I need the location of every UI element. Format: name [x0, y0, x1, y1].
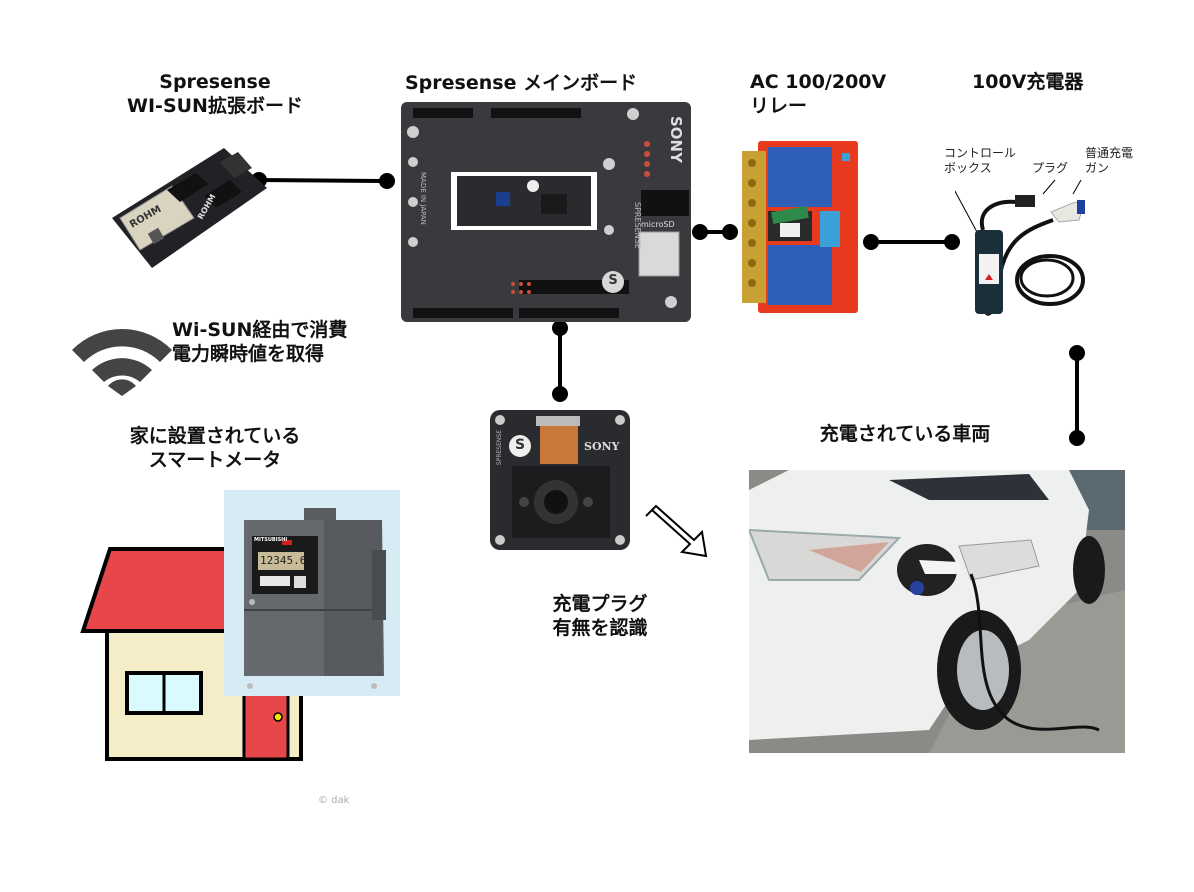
ev-charger-image [955, 179, 1085, 316]
smart-meter-title-line2: スマートメータ [148, 449, 282, 471]
wifi-caption-line1: Wi-SUN経由で消費 [172, 319, 348, 341]
callout-control-box: コントロール ボックス [944, 146, 1016, 176]
microsd-label: microSD [641, 220, 675, 229]
charger-title: 100V充電器 [972, 71, 1084, 93]
wire-endpoint [692, 224, 708, 240]
wifi-caption: Wi-SUN経由で消費 電力瞬時値を取得 [172, 318, 347, 366]
door-knob [273, 712, 283, 722]
wisun-title-line1: Spresense [159, 71, 271, 93]
credit-text: © dak [318, 795, 350, 806]
made-in-japan-label: MADE IN JAPAN [419, 172, 427, 225]
camera-s-logo: S [514, 437, 526, 453]
wire-endpoint [379, 173, 395, 189]
callout-gun-line2: ガン [1085, 161, 1110, 175]
relay-title: AC 100/200V リレー [750, 70, 900, 118]
wisun-title-line2: WI-SUN拡張ボード [127, 95, 303, 117]
wire-endpoint [863, 234, 879, 250]
wire-endpoint [1069, 430, 1085, 446]
hollow-arrow-icon [645, 504, 708, 558]
camera-caption-line2: 有無を認識 [552, 617, 648, 639]
wire-wisun-main [258, 178, 388, 183]
wire-endpoint [722, 224, 738, 240]
house-door [242, 683, 290, 761]
meter-brand: MITSUBISHI [254, 537, 288, 543]
callout-control-box-line2: ボックス [944, 161, 992, 175]
spresense-s-logo: S [608, 273, 618, 288]
relay-board-image [742, 141, 858, 313]
main-board-image: SONY SPRESENSE microSD MADE IN JAPAN S [401, 102, 691, 322]
wire-endpoint [552, 386, 568, 402]
sony-logo-text: SONY [667, 116, 685, 163]
spresense-side-text: SPRESENSE [633, 202, 642, 249]
smart-meter-title: 家に設置されている スマートメータ [90, 424, 340, 472]
wire-endpoint [552, 320, 568, 336]
smart-meter-title-line1: 家に設置されている [129, 425, 301, 447]
callout-gun-line1: 普通充電 [1085, 146, 1134, 160]
camera-caption: 充電プラグ 有無を認識 [520, 592, 680, 640]
main-board-title: Spresense メインボード [405, 72, 638, 94]
callout-control-box-line1: コントロール [944, 146, 1017, 160]
relay-title-line1: AC 100/200V [750, 71, 887, 93]
meter-display-value: 12345.6 [260, 554, 307, 567]
wifi-caption-line2: 電力瞬時値を取得 [172, 343, 325, 365]
vehicle-title: 充電されている車両 [819, 423, 991, 445]
camera-module-image: S SONY SPRESENSE [490, 410, 630, 550]
callout-charge-gun: 普通充電 ガン [1085, 146, 1133, 176]
camera-caption-line1: 充電プラグ [552, 593, 648, 615]
wisun-board-image: ROHM ROHM [112, 148, 267, 268]
camera-spresense-text: SPRESENSE [496, 430, 503, 466]
vehicle-photo [749, 470, 1125, 753]
wisun-board-title: Spresense WI-SUN拡張ボード [110, 70, 320, 118]
relay-title-line2: リレー [750, 95, 808, 117]
smart-meter-image: MITSUBISHI 12345.6 [224, 490, 400, 696]
camera-sony-text: SONY [584, 440, 620, 453]
wire-endpoint [1069, 345, 1085, 361]
wifi-icon [72, 328, 172, 396]
callout-plug: プラグ [1032, 161, 1069, 175]
